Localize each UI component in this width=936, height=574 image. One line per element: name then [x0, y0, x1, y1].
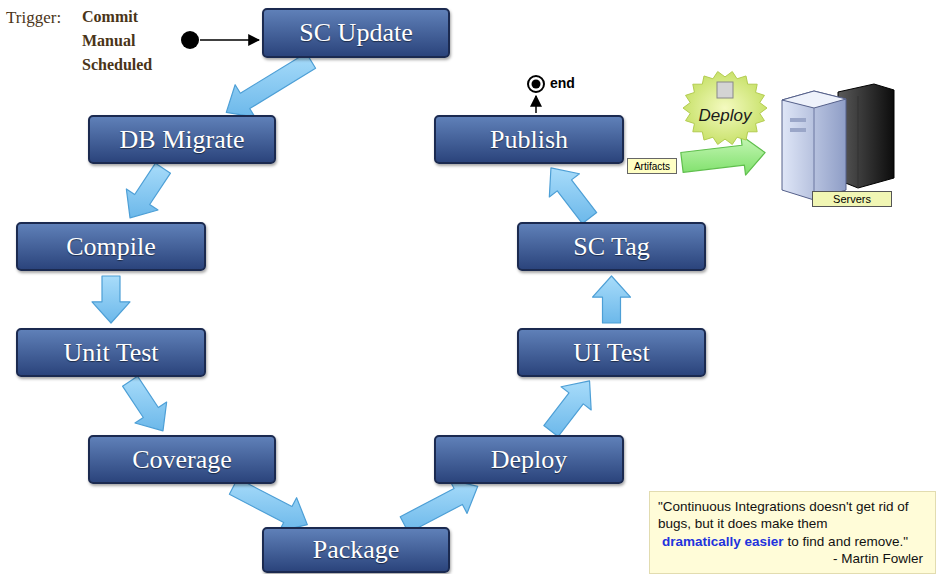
node-text: Artifacts	[634, 161, 670, 172]
node-text: DB Migrate	[120, 125, 245, 155]
process-box: Package	[262, 527, 450, 573]
process-box: UI Test	[517, 328, 706, 377]
artifact-tag: Artifacts	[627, 158, 677, 174]
node-text: Compile	[66, 232, 156, 262]
node-text: Deploy	[699, 106, 752, 126]
button-icon	[717, 82, 733, 98]
flow-arrow	[92, 276, 130, 323]
quote-text: - Martin Fowler	[658, 550, 927, 568]
node-text: Deploy	[491, 445, 568, 475]
process-box: DB Migrate	[88, 115, 276, 164]
end-marker-dot	[532, 80, 541, 89]
server-top	[782, 91, 846, 108]
deploy-arrow	[681, 135, 765, 175]
flow-arrow	[544, 381, 591, 437]
servers-node: Servers	[770, 82, 896, 207]
flow-arrow	[229, 478, 307, 531]
quote-box: "Continuous Integrations doesn't get rid…	[649, 491, 936, 574]
node-text: Coverage	[132, 445, 232, 475]
trigger-item: Commit	[82, 8, 138, 26]
server-tower	[782, 91, 846, 200]
server-edge	[814, 108, 815, 200]
node-text: Publish	[490, 125, 568, 155]
process-box: Deploy	[434, 435, 624, 484]
process-box: SC Tag	[517, 222, 706, 271]
trigger-item: Scheduled	[82, 56, 152, 74]
end-arrow	[535, 96, 537, 113]
process-box: Publish	[434, 115, 624, 164]
quote-text: "Continuous Integrations doesn't get rid…	[658, 499, 909, 532]
node-text: SC Tag	[573, 232, 649, 262]
quote-text: to find and remove."	[788, 534, 908, 549]
server-edge	[858, 96, 859, 188]
trigger-label: Trigger:	[6, 8, 61, 28]
node-text: Unit Test	[63, 338, 158, 368]
process-box: Compile	[16, 222, 206, 271]
flow-arrow	[400, 480, 478, 533]
node-text: SC Update	[299, 18, 412, 48]
start-dot	[181, 31, 199, 49]
server-slot	[790, 128, 806, 132]
deploy-burst: Deploy	[682, 70, 768, 146]
flow-arrow	[226, 53, 315, 117]
flow-arrow	[593, 276, 631, 323]
end-label: end	[550, 75, 575, 91]
flow-arrow	[123, 376, 167, 431]
process-box: Coverage	[88, 435, 276, 484]
flow-arrow	[126, 163, 170, 218]
quote-text: dramatically easier	[662, 533, 784, 551]
trigger-item: Manual	[82, 32, 135, 50]
node-text: UI Test	[573, 338, 649, 368]
flow-arrow	[549, 168, 596, 224]
node-text: Servers	[812, 191, 892, 207]
process-box: SC Update	[262, 8, 450, 58]
servers-illustration	[782, 84, 894, 200]
process-box: Unit Test	[16, 328, 206, 377]
trigger-arrow	[200, 39, 259, 41]
server-slot	[790, 118, 806, 122]
starburst-shape	[683, 72, 767, 145]
node-text: Package	[313, 535, 400, 565]
end-marker	[528, 76, 544, 92]
